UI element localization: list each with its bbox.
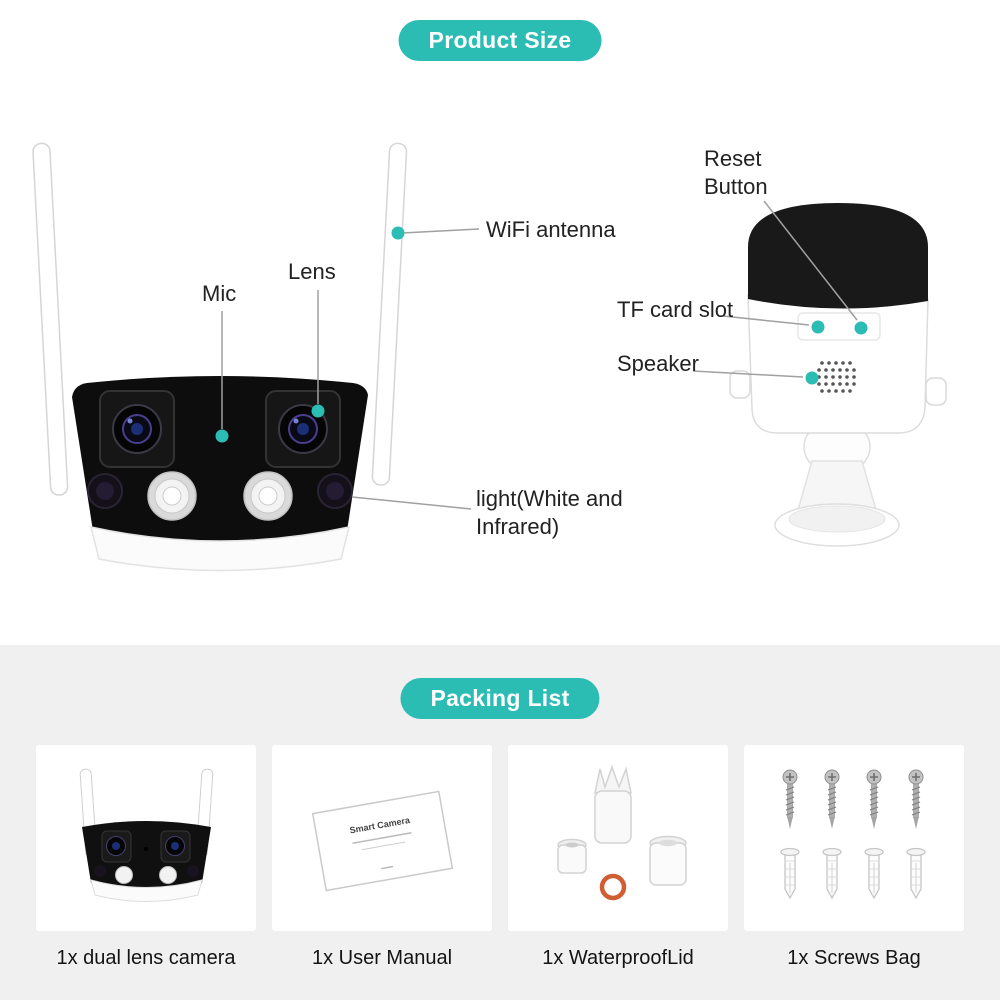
lens-right-icon bbox=[265, 390, 341, 468]
mic-hole-icon bbox=[218, 431, 226, 439]
user-manual-icon: Smart Camera bbox=[311, 790, 453, 892]
packing-item-camera: 1x dual lens camera bbox=[36, 745, 256, 970]
lens-left-icon bbox=[99, 390, 175, 468]
tf-card-slot-hole-icon bbox=[813, 322, 823, 332]
anchors-row bbox=[780, 847, 926, 900]
camera-back-illustration bbox=[729, 203, 947, 547]
reset-button-label: Reset Button bbox=[704, 146, 768, 199]
camera-base bbox=[89, 526, 351, 572]
side-knob-right-icon bbox=[925, 377, 947, 406]
packing-item-screws: 1x Screws Bag bbox=[744, 745, 964, 970]
ir-light-right-icon bbox=[317, 473, 353, 509]
product-size-section: Product Size bbox=[32, 20, 947, 572]
packing-card: Smart Camera bbox=[272, 745, 492, 931]
camera-back-dome bbox=[748, 203, 928, 309]
screws-row bbox=[782, 769, 924, 829]
white-light-right-icon bbox=[243, 471, 293, 521]
reset-button-hole-icon bbox=[856, 322, 866, 332]
speaker-label: Speaker bbox=[617, 351, 699, 376]
tf-card-slot-label: TF card slot bbox=[617, 297, 734, 322]
lens-label: Lens bbox=[288, 259, 336, 284]
packing-item-label: 1x dual lens camera bbox=[56, 947, 236, 969]
dual-lens-camera-icon bbox=[79, 768, 213, 902]
wifi-antenna-left-icon bbox=[32, 142, 69, 496]
packing-card bbox=[744, 745, 964, 931]
side-knob-left-icon bbox=[729, 370, 751, 399]
camera-mount-icon bbox=[774, 419, 900, 547]
packing-card bbox=[36, 745, 256, 931]
wifi-antenna-label: WiFi antenna bbox=[486, 217, 616, 242]
packing-item-label: 1x Screws Bag bbox=[787, 947, 921, 969]
waterproof-lid-icon bbox=[556, 764, 687, 901]
packing-item-manual: Smart Camera 1x User Manual bbox=[272, 745, 492, 970]
white-light-left-icon bbox=[147, 471, 197, 521]
wifi-antenna-right-icon bbox=[371, 142, 408, 486]
product-size-badge: Product Size bbox=[398, 20, 602, 61]
packing-item-waterproof-lid: 1x WaterproofLid bbox=[508, 745, 728, 970]
camera-back-body bbox=[747, 294, 929, 434]
packing-card bbox=[508, 745, 728, 931]
light-label: light(White and Infrared) bbox=[476, 486, 623, 539]
mic-label: Mic bbox=[202, 281, 237, 306]
packing-list-section: Packing List bbox=[0, 645, 1000, 1000]
packing-item-label: 1x WaterproofLid bbox=[542, 947, 694, 969]
packing-item-label: 1x User Manual bbox=[311, 947, 453, 969]
screws-bag-icon bbox=[780, 769, 926, 900]
speaker-grille-icon bbox=[817, 361, 856, 393]
packing-list-badge: Packing List bbox=[400, 678, 600, 719]
packing-cards-row: 1x dual lens camera Smart Camera bbox=[36, 745, 964, 970]
ir-light-left-icon bbox=[87, 473, 123, 509]
camera-front-illustration bbox=[32, 142, 408, 572]
